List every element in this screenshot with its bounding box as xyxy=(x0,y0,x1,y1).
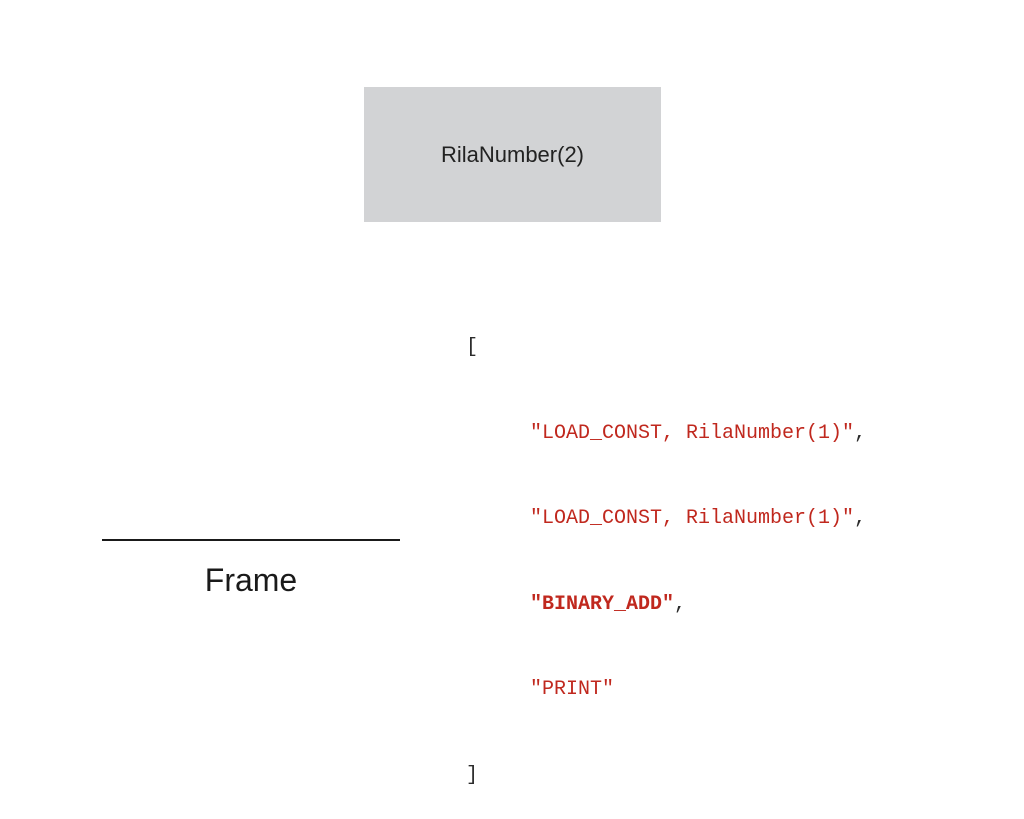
stack-top-value: RilaNumber(2) xyxy=(440,141,585,167)
instruction-line: "LOAD_CONST, RilaNumber(1)", xyxy=(466,505,866,534)
instruction-line: "PRINT" xyxy=(466,676,866,705)
frame-divider xyxy=(102,539,400,541)
instruction-text: "LOAD_CONST, RilaNumber(1)" xyxy=(530,507,855,530)
instruction-text: "BINARY_ADD" xyxy=(530,592,675,616)
instruction-text: "LOAD_CONST, RilaNumber(1)" xyxy=(530,421,855,445)
instruction-separator: , xyxy=(854,507,867,530)
frame-label: Frame xyxy=(204,562,298,598)
bytecode-list: [ "LOAD_CONST, RilaNumber(1)", "LOAD_CON… xyxy=(466,277,866,819)
close-bracket: ] xyxy=(466,763,479,787)
instruction-text: "PRINT" xyxy=(530,678,615,701)
instruction-separator: , xyxy=(674,592,687,616)
stack-top-box: RilaNumber(2) xyxy=(364,87,661,222)
instruction-separator: , xyxy=(854,421,867,445)
open-bracket: [ xyxy=(466,336,479,359)
instruction-line: "LOAD_CONST, RilaNumber(1)", xyxy=(466,420,866,449)
instruction-line: "BINARY_ADD", xyxy=(466,591,866,620)
